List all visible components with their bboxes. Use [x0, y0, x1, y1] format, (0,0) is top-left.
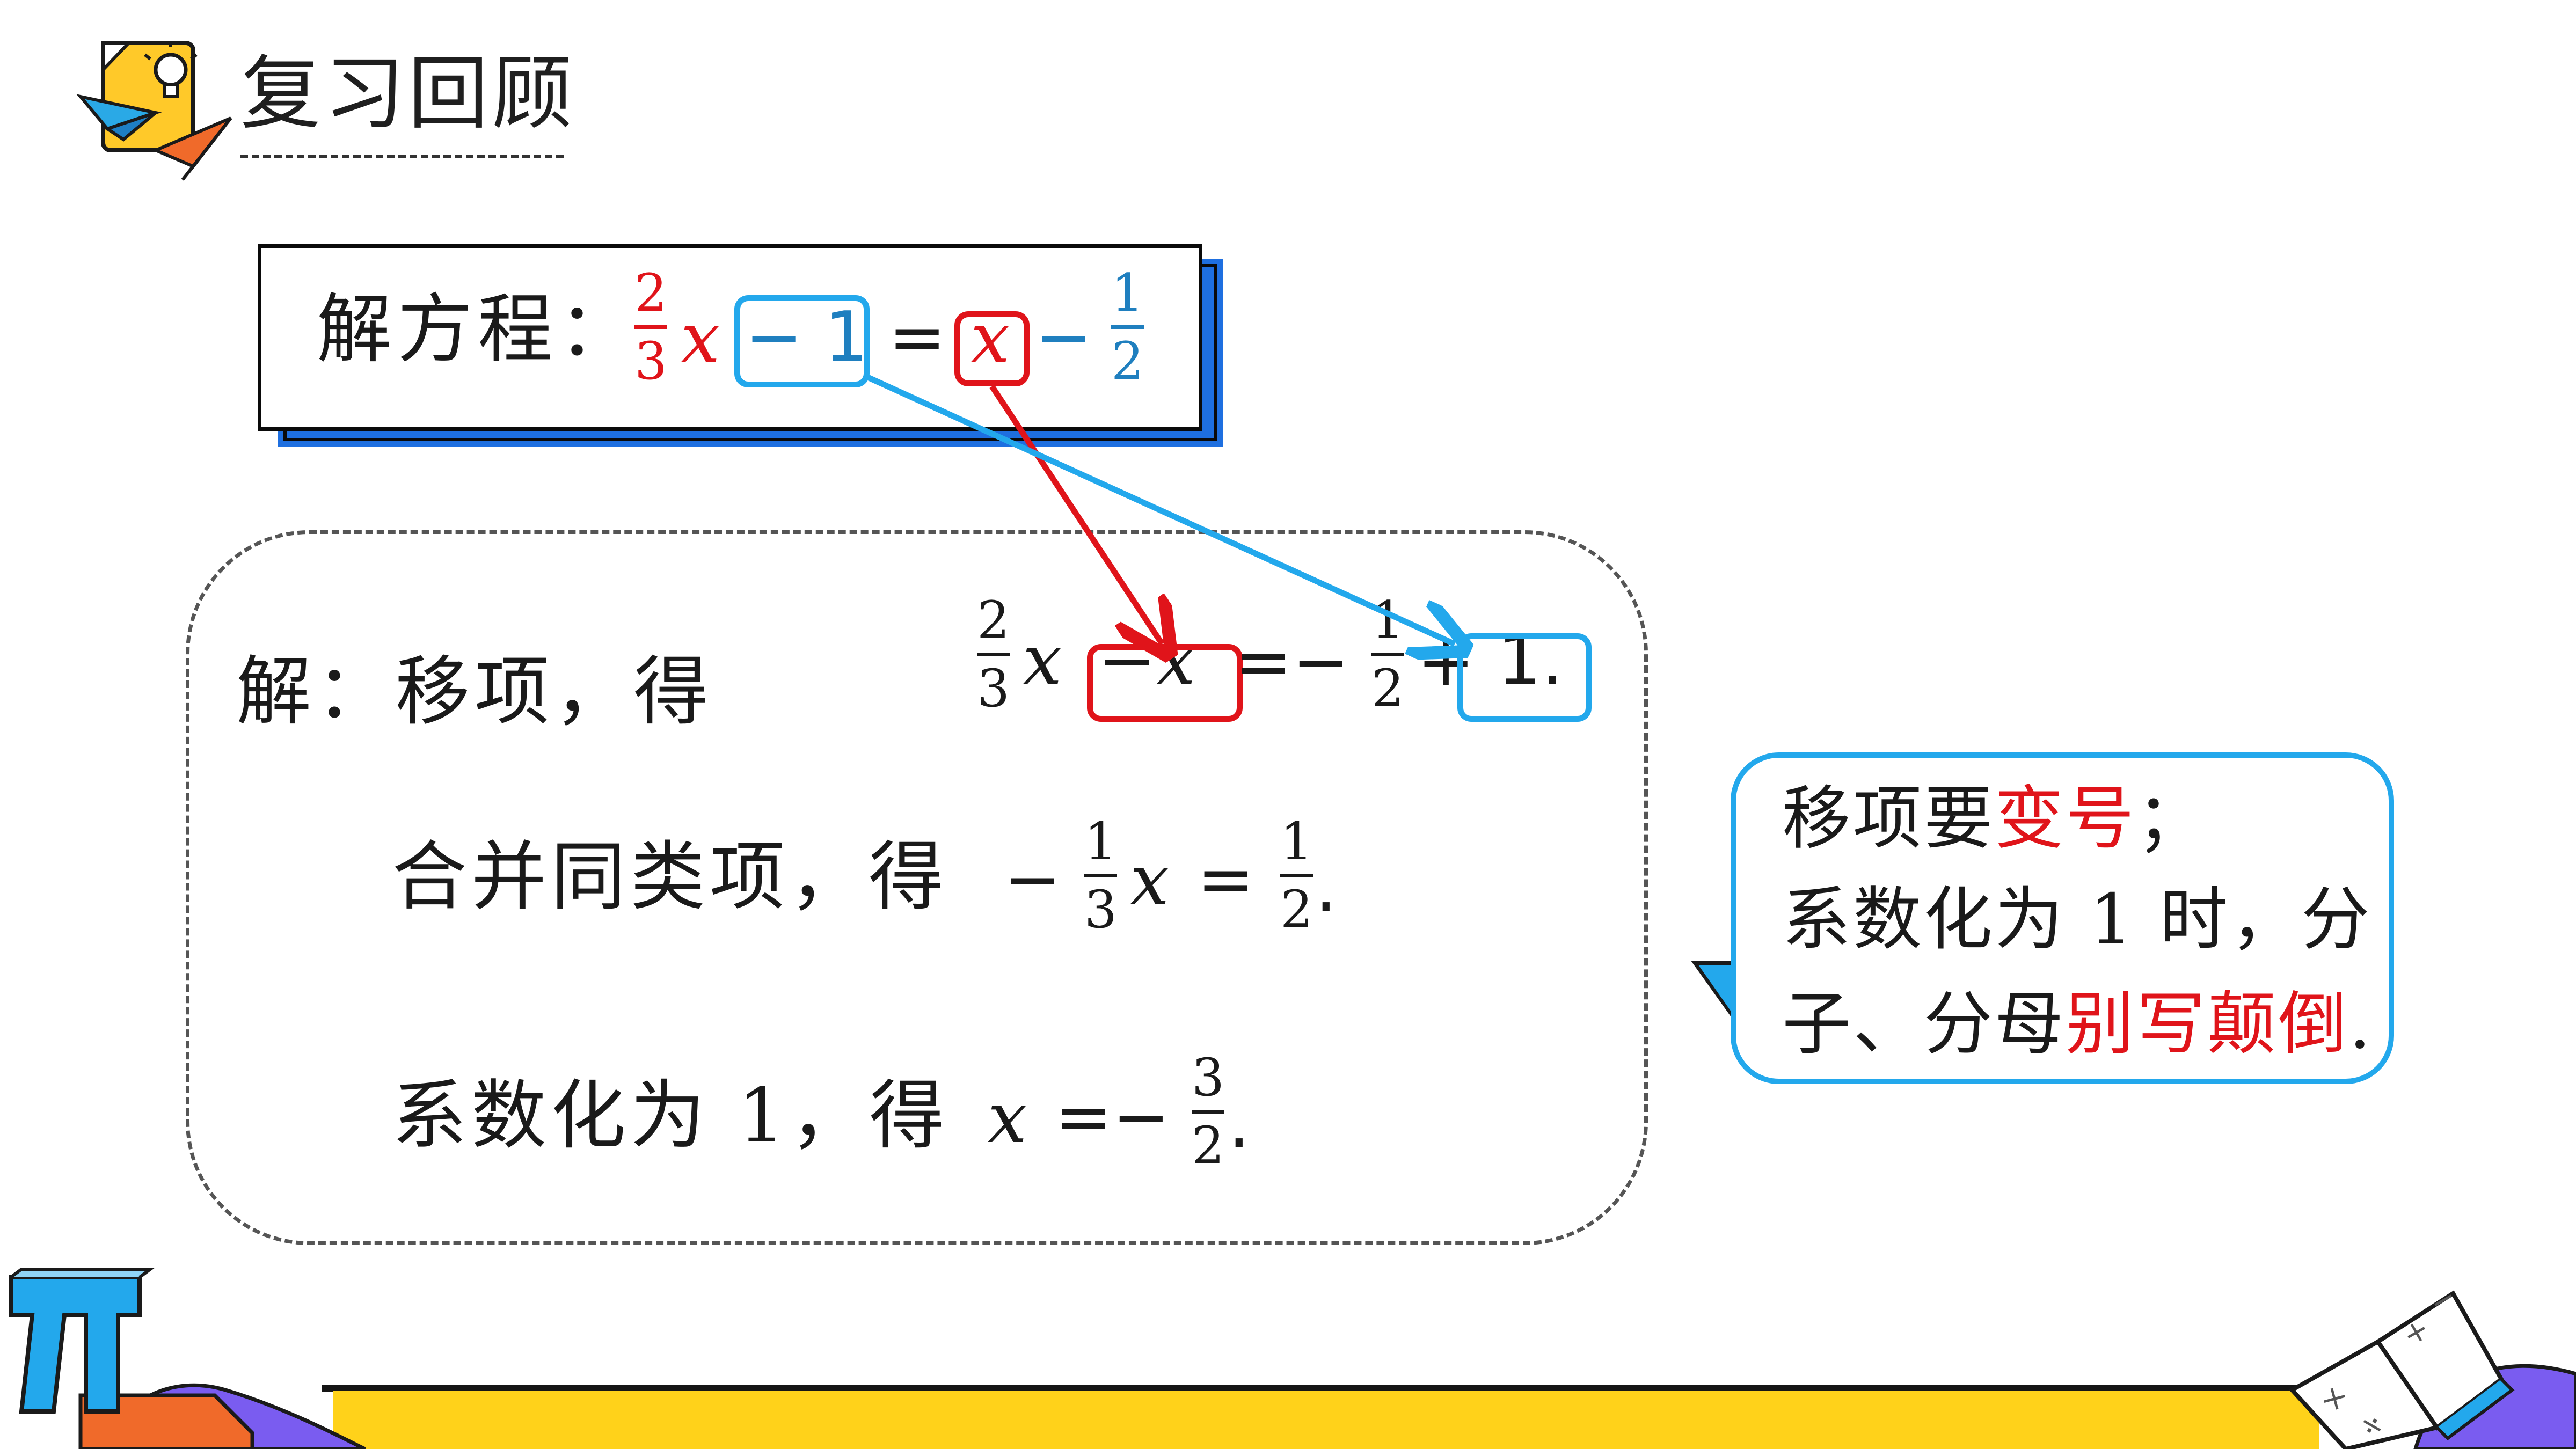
- step2-equals: =: [1197, 839, 1255, 919]
- problem-label: 解方程：: [317, 286, 639, 374]
- callout-text: ；: [2136, 779, 2208, 859]
- step1-equals-minus: =−: [1235, 622, 1350, 702]
- step2-label: 合并同类项，得: [392, 833, 948, 921]
- highlight-moved-constant: [1457, 633, 1592, 722]
- step3-fraction-three-halves: 3 2: [1192, 1048, 1225, 1176]
- page-title: 复习回顾: [240, 47, 576, 141]
- callout-highlight: 变号: [1995, 779, 2137, 859]
- floor-band: [333, 1391, 2319, 1449]
- callout-line-3: 子、分母别写颠倒.: [1782, 990, 2373, 1059]
- fraction-numerator: 2: [634, 263, 668, 323]
- fraction-numerator: 1: [1111, 263, 1144, 323]
- problem-equals: =: [888, 297, 946, 377]
- fraction-denominator: 2: [1280, 880, 1313, 940]
- callout-highlight: 别写颠倒: [2066, 984, 2349, 1064]
- callout-text: 子、分母: [1782, 984, 2066, 1064]
- open-book-icon: × ÷ + −: [2288, 1278, 2576, 1449]
- fraction-denominator: 2: [1192, 1116, 1225, 1176]
- highlight-minus-one: [734, 295, 870, 387]
- fraction-denominator: 3: [634, 331, 668, 391]
- problem-lhs-constant: − 1: [745, 297, 869, 377]
- solution-area: [186, 530, 1648, 1245]
- fraction-numerator: 3: [1192, 1048, 1225, 1108]
- highlight-x: [954, 311, 1030, 386]
- floor-outline: [322, 1385, 2319, 1392]
- problem-fraction-two-thirds: 2 3: [634, 263, 668, 391]
- step2-period: .: [1315, 847, 1337, 927]
- fraction-numerator: 1: [1280, 811, 1313, 872]
- step3-label: 系数化为 1，得: [392, 1072, 949, 1160]
- step2-minus: −: [1004, 839, 1062, 919]
- fraction-denominator: 3: [1084, 880, 1118, 940]
- step1-variable: x: [1023, 619, 1062, 701]
- problem-box: [258, 244, 1202, 431]
- step3-variable: x: [988, 1077, 1027, 1159]
- step3-equals-minus: =−: [1055, 1077, 1170, 1157]
- pi-symbol-icon: [9, 1268, 366, 1449]
- fraction-numerator: 2: [977, 590, 1010, 650]
- fraction-bar: [1371, 653, 1405, 656]
- fraction-bar: [634, 325, 668, 329]
- step2-variable: x: [1130, 839, 1170, 921]
- fraction-bar: [1111, 325, 1144, 329]
- title-underline: [240, 155, 564, 158]
- fraction-numerator: 1: [1084, 811, 1118, 872]
- problem-lhs-variable: x: [681, 297, 720, 379]
- step2-fraction-one-third: 1 3: [1084, 811, 1118, 940]
- fraction-denominator: 3: [977, 658, 1010, 719]
- fraction-denominator: 2: [1111, 331, 1144, 391]
- step3-period: .: [1228, 1084, 1250, 1163]
- fraction-bar: [1084, 874, 1118, 877]
- callout-line-2: 系数化为 1 时，分: [1782, 880, 2372, 960]
- problem-fraction-one-half: 1 2: [1111, 267, 1144, 387]
- callout-text: 移项要: [1782, 779, 1995, 859]
- callout-text: .: [2349, 984, 2373, 1064]
- step2-fraction-one-half: 1 2: [1280, 816, 1313, 935]
- fraction-bar: [977, 653, 1010, 656]
- fraction-bar: [1280, 874, 1313, 877]
- step1-label: 解：移项，得: [236, 648, 713, 736]
- step1-fraction-one-half: 1 2: [1371, 595, 1405, 719]
- red-arrow: [989, 384, 1162, 644]
- fraction-bar: [1192, 1110, 1225, 1114]
- blue-arrow: [863, 372, 1455, 644]
- paper-plane-icon: [76, 94, 232, 181]
- fraction-denominator: 2: [1371, 658, 1405, 719]
- tip-callout: [1731, 752, 2394, 1084]
- problem-rhs-minus: −: [1035, 297, 1093, 377]
- step1-fraction-two-thirds: 2 3: [977, 595, 1010, 714]
- callout-line-1: 移项要变号；: [1782, 785, 2207, 853]
